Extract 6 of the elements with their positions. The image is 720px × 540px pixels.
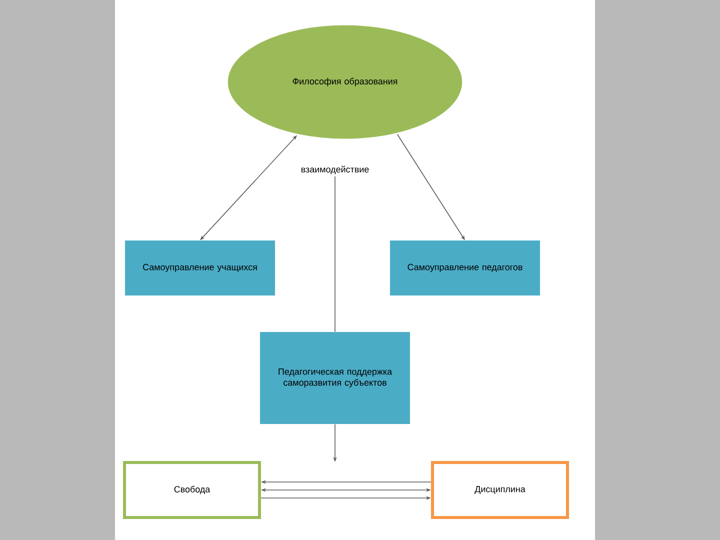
concept-box: Дисциплина [431,461,569,519]
concept-box: Свобода [123,461,261,519]
edge-label-text: взаимодействие [298,164,372,176]
process-box: Педагогическая поддержка саморазвития субъектов [260,332,410,424]
process-box: Самоуправление педагогов [390,240,540,296]
process-box: Самоуправление учащихся [125,240,275,296]
